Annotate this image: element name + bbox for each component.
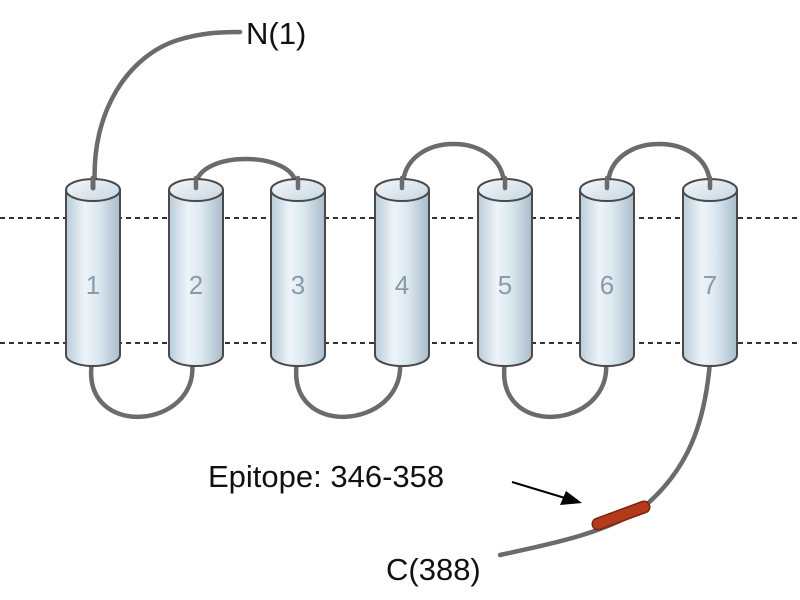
c-terminus-label: C(388) bbox=[386, 552, 481, 587]
intracellular-loop-3 bbox=[501, 359, 609, 420]
helix-7: 7 bbox=[682, 178, 738, 367]
extracellular-loop-2 bbox=[400, 141, 507, 189]
helix-number-7: 7 bbox=[703, 270, 717, 300]
helix-4: 4 bbox=[374, 178, 430, 367]
helix-5: 5 bbox=[477, 178, 533, 367]
intracellular-loop-2 bbox=[293, 359, 403, 420]
epitope-label: Epitope: 346-358 bbox=[208, 459, 444, 494]
helix-6: 6 bbox=[579, 178, 635, 367]
helix-number-1: 1 bbox=[86, 270, 100, 300]
epitope-arrowhead bbox=[560, 491, 582, 505]
extracellular-loop-3 bbox=[605, 141, 713, 189]
helix-number-6: 6 bbox=[600, 270, 614, 300]
helix-number-4: 4 bbox=[395, 270, 409, 300]
helix-3: 3 bbox=[270, 178, 326, 367]
epitope-segment bbox=[593, 502, 649, 529]
n-terminal-tail bbox=[92, 29, 243, 191]
helix-1: 1 bbox=[65, 175, 121, 367]
helix-2: 2 bbox=[168, 178, 224, 367]
helix-number-3: 3 bbox=[291, 270, 305, 300]
n-terminus-label: N(1) bbox=[246, 16, 306, 51]
epitope-arrow bbox=[511, 481, 566, 499]
extracellular-loop-1 bbox=[193, 156, 299, 189]
helix-number-5: 5 bbox=[498, 270, 512, 300]
intracellular-loop-1 bbox=[88, 359, 195, 420]
helix-number-2: 2 bbox=[189, 270, 203, 300]
